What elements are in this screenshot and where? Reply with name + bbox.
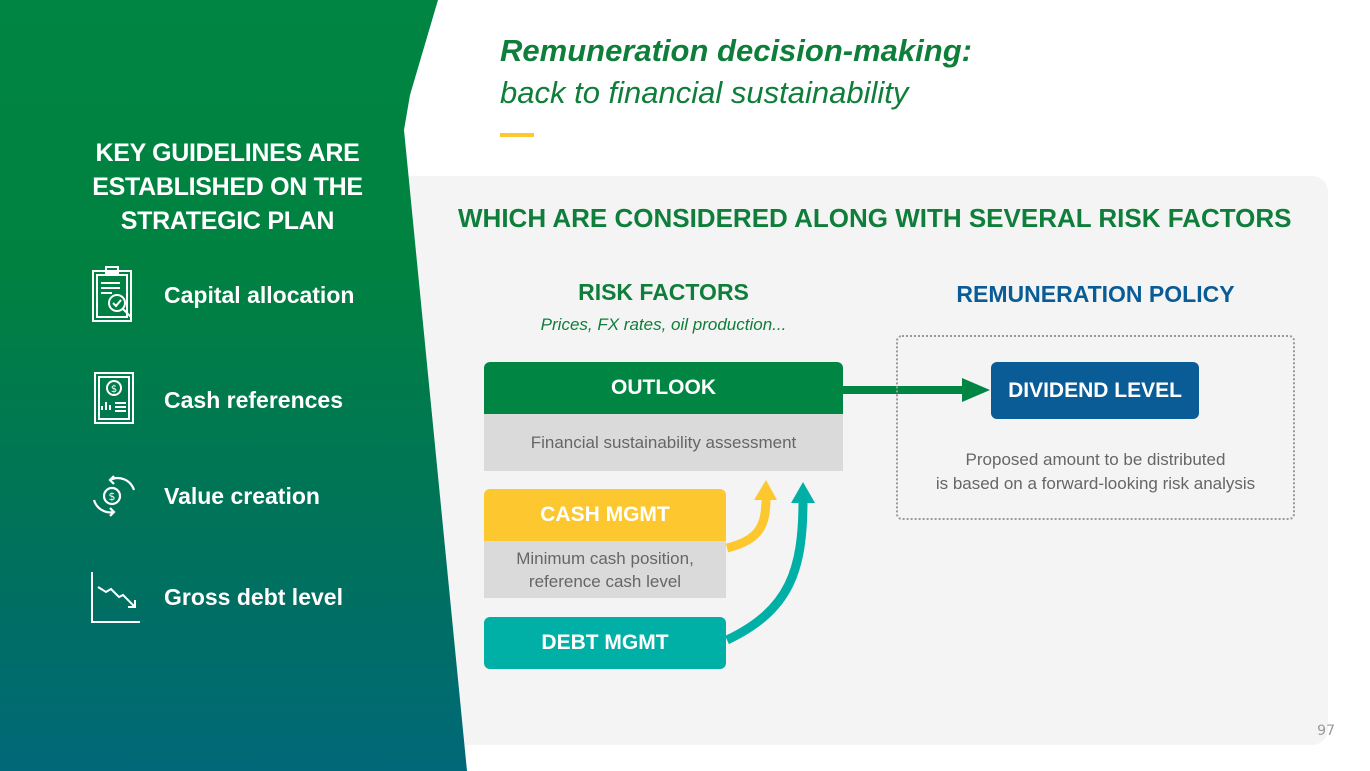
guideline-label: Gross debt level (164, 583, 343, 610)
dividend-level-box: DIVIDEND LEVEL (991, 362, 1199, 419)
arrow-head (754, 480, 777, 500)
policy-desc-line: is based on a forward-looking risk analy… (935, 474, 1256, 493)
page-number: 97 (1317, 723, 1335, 739)
guideline-label: Value creation (164, 482, 320, 509)
arrow-head (962, 378, 990, 402)
cash-mgmt-desc: Minimum cash position, reference cash lev… (484, 541, 726, 598)
cash-mgmt-box: CASH MGMT (484, 489, 726, 541)
key-guidelines-heading: KEY GUIDELINES ARE ESTABLISHED ON THE ST… (92, 139, 363, 235)
accent-dash (500, 133, 534, 137)
arrow-debt-to-outlook (725, 499, 808, 645)
outlook-desc: Financial sustainability assessment (484, 414, 843, 471)
dollar-cycle-icon: $ (92, 475, 136, 517)
guideline-label: Capital allocation (164, 281, 355, 308)
svg-text:$: $ (111, 384, 117, 395)
risk-factors-heading: RISK FACTORS (578, 279, 749, 305)
guideline-cash-references: $ Cash references (90, 370, 343, 430)
cash-document-icon: $ (94, 372, 134, 424)
slide-title: Remuneration decision-making: (500, 33, 972, 68)
guideline-capital-allocation: Capital allocation (90, 265, 354, 325)
policy-desc-line: Proposed amount to be distributed (965, 450, 1226, 469)
outlook-box: OUTLOOK (484, 362, 843, 414)
remuneration-policy-heading: REMUNERATION POLICY (956, 281, 1235, 307)
cash-desc-line: Minimum cash position, (516, 548, 694, 568)
svg-text:$: $ (109, 490, 116, 503)
slide-subtitle-line: back to financial sustainability (500, 75, 909, 110)
clipboard-check-icon (92, 266, 132, 322)
guideline-gross-debt: Gross debt level (90, 567, 343, 627)
risk-factors-sub: Prices, FX rates, oil production... (540, 315, 787, 334)
debt-mgmt-box: DEBT MGMT (484, 617, 726, 669)
cash-desc-line: reference cash level (528, 571, 682, 591)
arrow-cash-to-outlook (725, 497, 771, 553)
policy-frame (896, 335, 1295, 520)
guideline-label: Cash references (164, 386, 343, 413)
declining-chart-icon (91, 572, 140, 623)
guideline-value-creation: $ Value creation (90, 466, 320, 526)
left-panel (0, 0, 467, 771)
arrow-head (791, 482, 815, 503)
policy-desc: Proposed amount to be distributed is base… (896, 448, 1295, 496)
section-heading: WHICH ARE CONSIDERED ALONG WITH SEVERAL … (458, 203, 1292, 233)
